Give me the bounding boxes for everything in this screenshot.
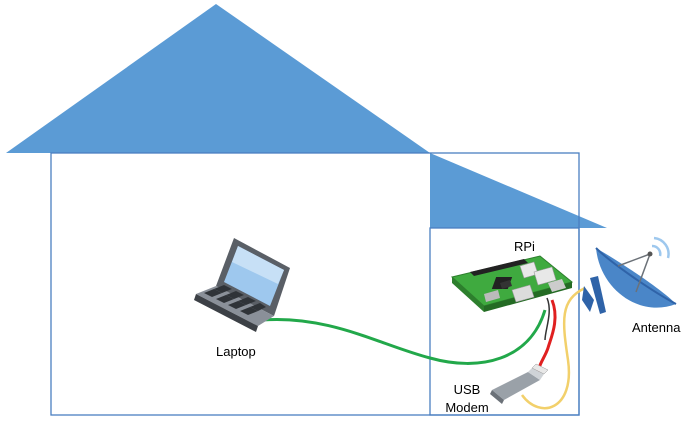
annex-room xyxy=(429,227,580,416)
usb-modem-icon xyxy=(490,363,549,404)
label-laptop: Laptop xyxy=(216,344,256,359)
label-rpi: RPi xyxy=(514,239,535,254)
ethernet-cable xyxy=(261,309,547,365)
antenna-icon xyxy=(582,236,677,314)
power-cable-dark xyxy=(544,297,550,341)
antenna-cable xyxy=(520,286,586,410)
house-roof xyxy=(6,4,430,153)
laptop-icon xyxy=(194,238,290,332)
label-usb-modem-line2: Modem xyxy=(445,400,488,415)
label-usb-modem-line1: USB xyxy=(454,382,481,397)
rpi-board-icon xyxy=(450,255,574,312)
annex-roof xyxy=(430,153,607,228)
label-antenna: Antenna xyxy=(632,320,681,335)
